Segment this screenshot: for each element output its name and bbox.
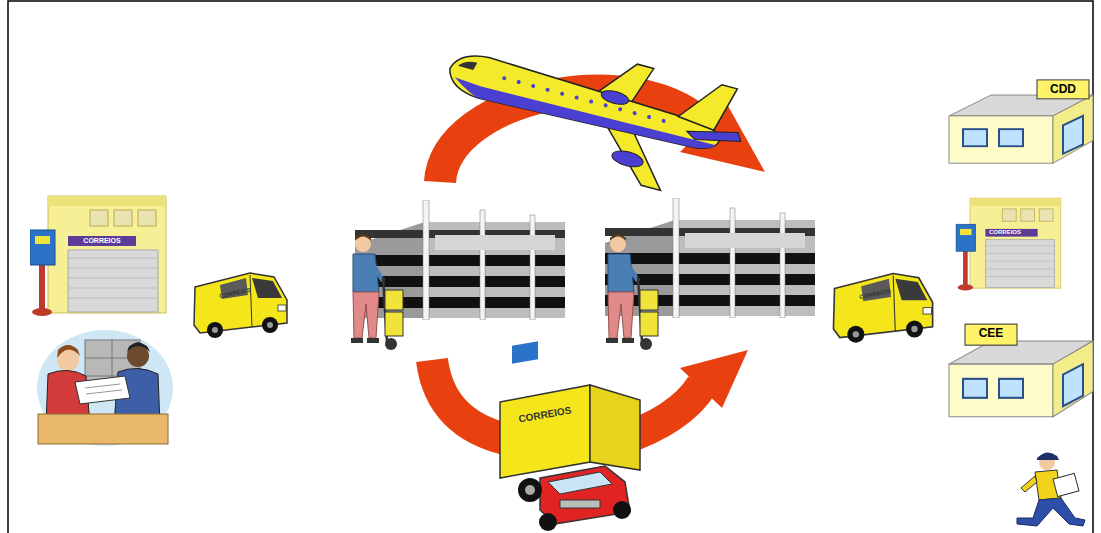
shop-building — [945, 322, 1095, 422]
truck — [500, 341, 640, 531]
postman — [1017, 452, 1085, 526]
brand-lettering: CORREIOS — [68, 237, 136, 244]
frame — [8, 1, 1093, 533]
airplane — [433, 16, 753, 208]
post-office — [956, 198, 1061, 290]
post-office — [30, 196, 166, 316]
sorting-center — [605, 198, 815, 318]
shop-building: CEE — [945, 322, 1095, 422]
building-sign: CDD — [1037, 82, 1089, 96]
van — [833, 274, 932, 343]
counter-scene — [37, 330, 173, 446]
worker — [351, 234, 403, 350]
shop-building: CDD — [945, 78, 1095, 168]
brand-lettering: CORREIOS — [979, 229, 1031, 235]
van — [194, 273, 287, 338]
building-sign: CEE — [965, 326, 1017, 340]
worker — [606, 234, 658, 350]
